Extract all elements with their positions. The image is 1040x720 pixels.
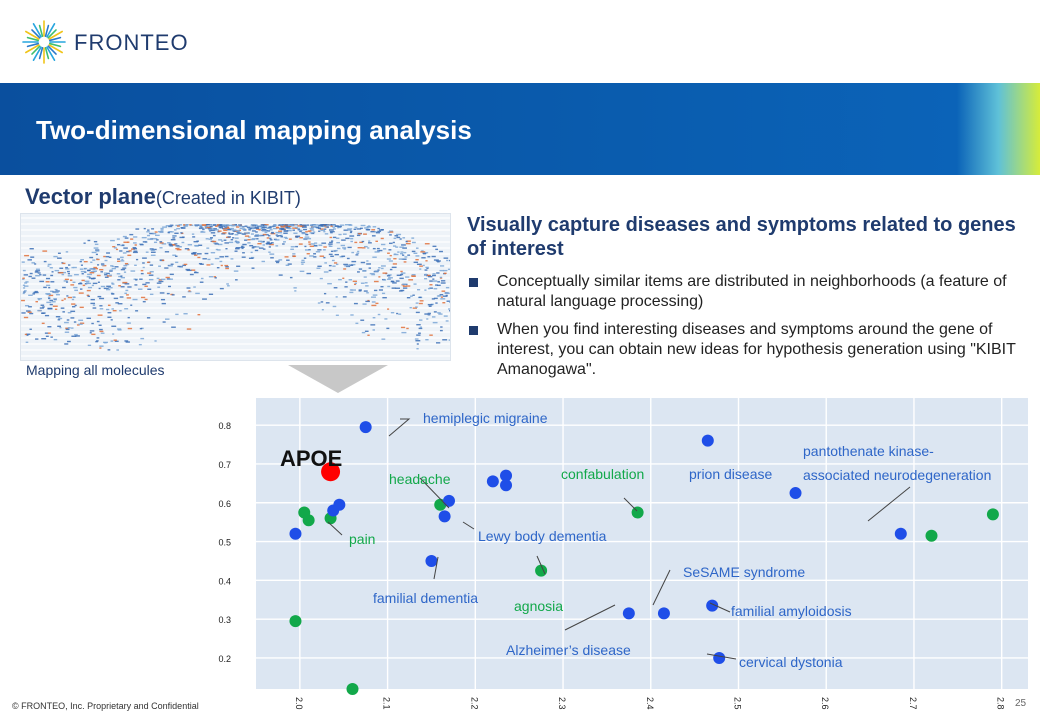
data-point xyxy=(289,527,302,540)
anno-prion-disease: prion disease xyxy=(689,466,772,482)
vector-plane-subtitle: (Created in KIBIT) xyxy=(155,188,301,208)
anno-alzheimers-disease: Alzheimer’s disease xyxy=(506,642,631,658)
x-tick-label: 2.5 xyxy=(733,697,743,710)
logo: FRONTEO xyxy=(22,20,222,64)
apoe-point xyxy=(321,462,341,482)
footer-copyright: © FRONTEO, Inc. Proprietary and Confiden… xyxy=(12,701,199,711)
x-tick-label: 2.7 xyxy=(908,697,918,710)
leader-line xyxy=(652,569,671,606)
anno-hemiplegic-migraine: hemiplegic migraine xyxy=(423,410,548,426)
square-bullet-icon xyxy=(469,278,478,287)
data-point xyxy=(443,494,455,507)
square-bullet-icon xyxy=(469,326,478,335)
leader-line xyxy=(536,555,546,575)
data-point xyxy=(500,469,513,482)
data-point xyxy=(289,615,302,628)
anno-pantothenate-1: pantothenate kinase- xyxy=(803,443,934,459)
leader-line xyxy=(462,521,475,530)
bullet-item: When you find interesting diseases and s… xyxy=(467,320,1027,380)
side-heading: Visually capture diseases and symptoms r… xyxy=(467,214,1016,260)
data-point xyxy=(713,651,726,664)
data-point xyxy=(789,487,802,500)
leader-line xyxy=(327,521,343,536)
page-title: Two-dimensional mapping analysis xyxy=(36,115,472,145)
y-tick-label: 0.7 xyxy=(218,460,231,470)
anno-sesame-syndrome: SeSAME syndrome xyxy=(683,564,805,580)
data-point xyxy=(438,510,451,523)
anno-familial-dementia: familial dementia xyxy=(373,590,478,606)
anno-familial-amyloidosis: familial amyloidosis xyxy=(731,603,852,619)
data-point xyxy=(894,527,907,540)
data-point xyxy=(500,479,513,492)
y-tick-label: 0.3 xyxy=(218,615,231,625)
x-tick-label: 2.2 xyxy=(469,697,479,710)
molecule-map-image xyxy=(20,213,451,361)
data-point xyxy=(706,599,719,612)
anno-pain: pain xyxy=(349,531,375,547)
anno-apoe: APOE xyxy=(280,446,342,471)
leader-line xyxy=(623,497,638,512)
data-point xyxy=(986,508,999,521)
leader-line xyxy=(709,602,731,613)
anno-headache: headache xyxy=(389,471,451,487)
leader-line xyxy=(706,653,737,660)
leader-line xyxy=(867,486,911,522)
leader-line xyxy=(388,418,411,437)
leader-line xyxy=(564,604,616,631)
starburst-logo-icon xyxy=(22,20,66,64)
y-tick-label: 0.5 xyxy=(218,538,231,548)
anno-confabulation: confabulation xyxy=(561,466,644,482)
vector-plane-title: Vector plane xyxy=(25,184,156,209)
data-point xyxy=(302,514,315,527)
plot-area xyxy=(256,398,1028,689)
x-tick-label: 2.3 xyxy=(557,697,567,710)
data-point xyxy=(346,683,359,695)
leader-line xyxy=(433,556,439,580)
data-point xyxy=(701,434,714,447)
page-number: 25 xyxy=(1015,698,1027,709)
data-point xyxy=(425,554,438,567)
data-point xyxy=(486,475,499,488)
molecule-map-caption: Mapping all molecules xyxy=(26,362,165,378)
bullet-list: Conceptually similar items are distribut… xyxy=(467,272,1027,388)
data-point xyxy=(925,529,938,542)
anno-cervical-dystonia: cervical dystonia xyxy=(739,654,843,670)
data-point xyxy=(657,607,670,620)
x-tick-label: 2.8 xyxy=(996,697,1006,710)
y-tick-label: 0.6 xyxy=(218,499,231,509)
data-point xyxy=(535,564,548,577)
anno-lewy-body-dementia: Lewy body dementia xyxy=(478,528,607,544)
data-point xyxy=(622,607,635,620)
x-tick-label: 2.6 xyxy=(820,697,830,710)
leader-line xyxy=(419,477,450,509)
down-arrow-icon xyxy=(288,365,388,393)
data-point xyxy=(631,506,644,519)
y-tick-label: 0.8 xyxy=(218,421,231,431)
scatter-chart: 2.0 2.1 2.2 2.3 2.4 2.5 2.6 2.7 2.8 0.8 0.7 0.6 0.5 0… xyxy=(218,398,1028,710)
bullet-text: When you find interesting diseases and s… xyxy=(497,321,1016,378)
data-point xyxy=(359,421,372,434)
y-tick-label: 0.2 xyxy=(218,654,231,664)
anno-pantothenate-2: associated neurodegeneration xyxy=(803,467,991,483)
bullet-text: Conceptually similar items are distribut… xyxy=(497,273,1007,310)
data-point xyxy=(333,498,346,511)
x-tick-label: 2.1 xyxy=(382,697,392,710)
bullet-item: Conceptually similar items are distribut… xyxy=(467,272,1027,312)
vector-plane-heading: Vector plane(Created in KIBIT) xyxy=(25,184,301,210)
y-tick-label: 0.4 xyxy=(218,576,231,586)
title-bar: Two-dimensional mapping analysis xyxy=(0,83,1040,175)
anno-agnosia: agnosia xyxy=(514,598,563,614)
logo-text: FRONTEO xyxy=(74,30,189,55)
x-tick-label: 2.0 xyxy=(294,697,304,710)
x-tick-label: 2.4 xyxy=(645,697,655,710)
